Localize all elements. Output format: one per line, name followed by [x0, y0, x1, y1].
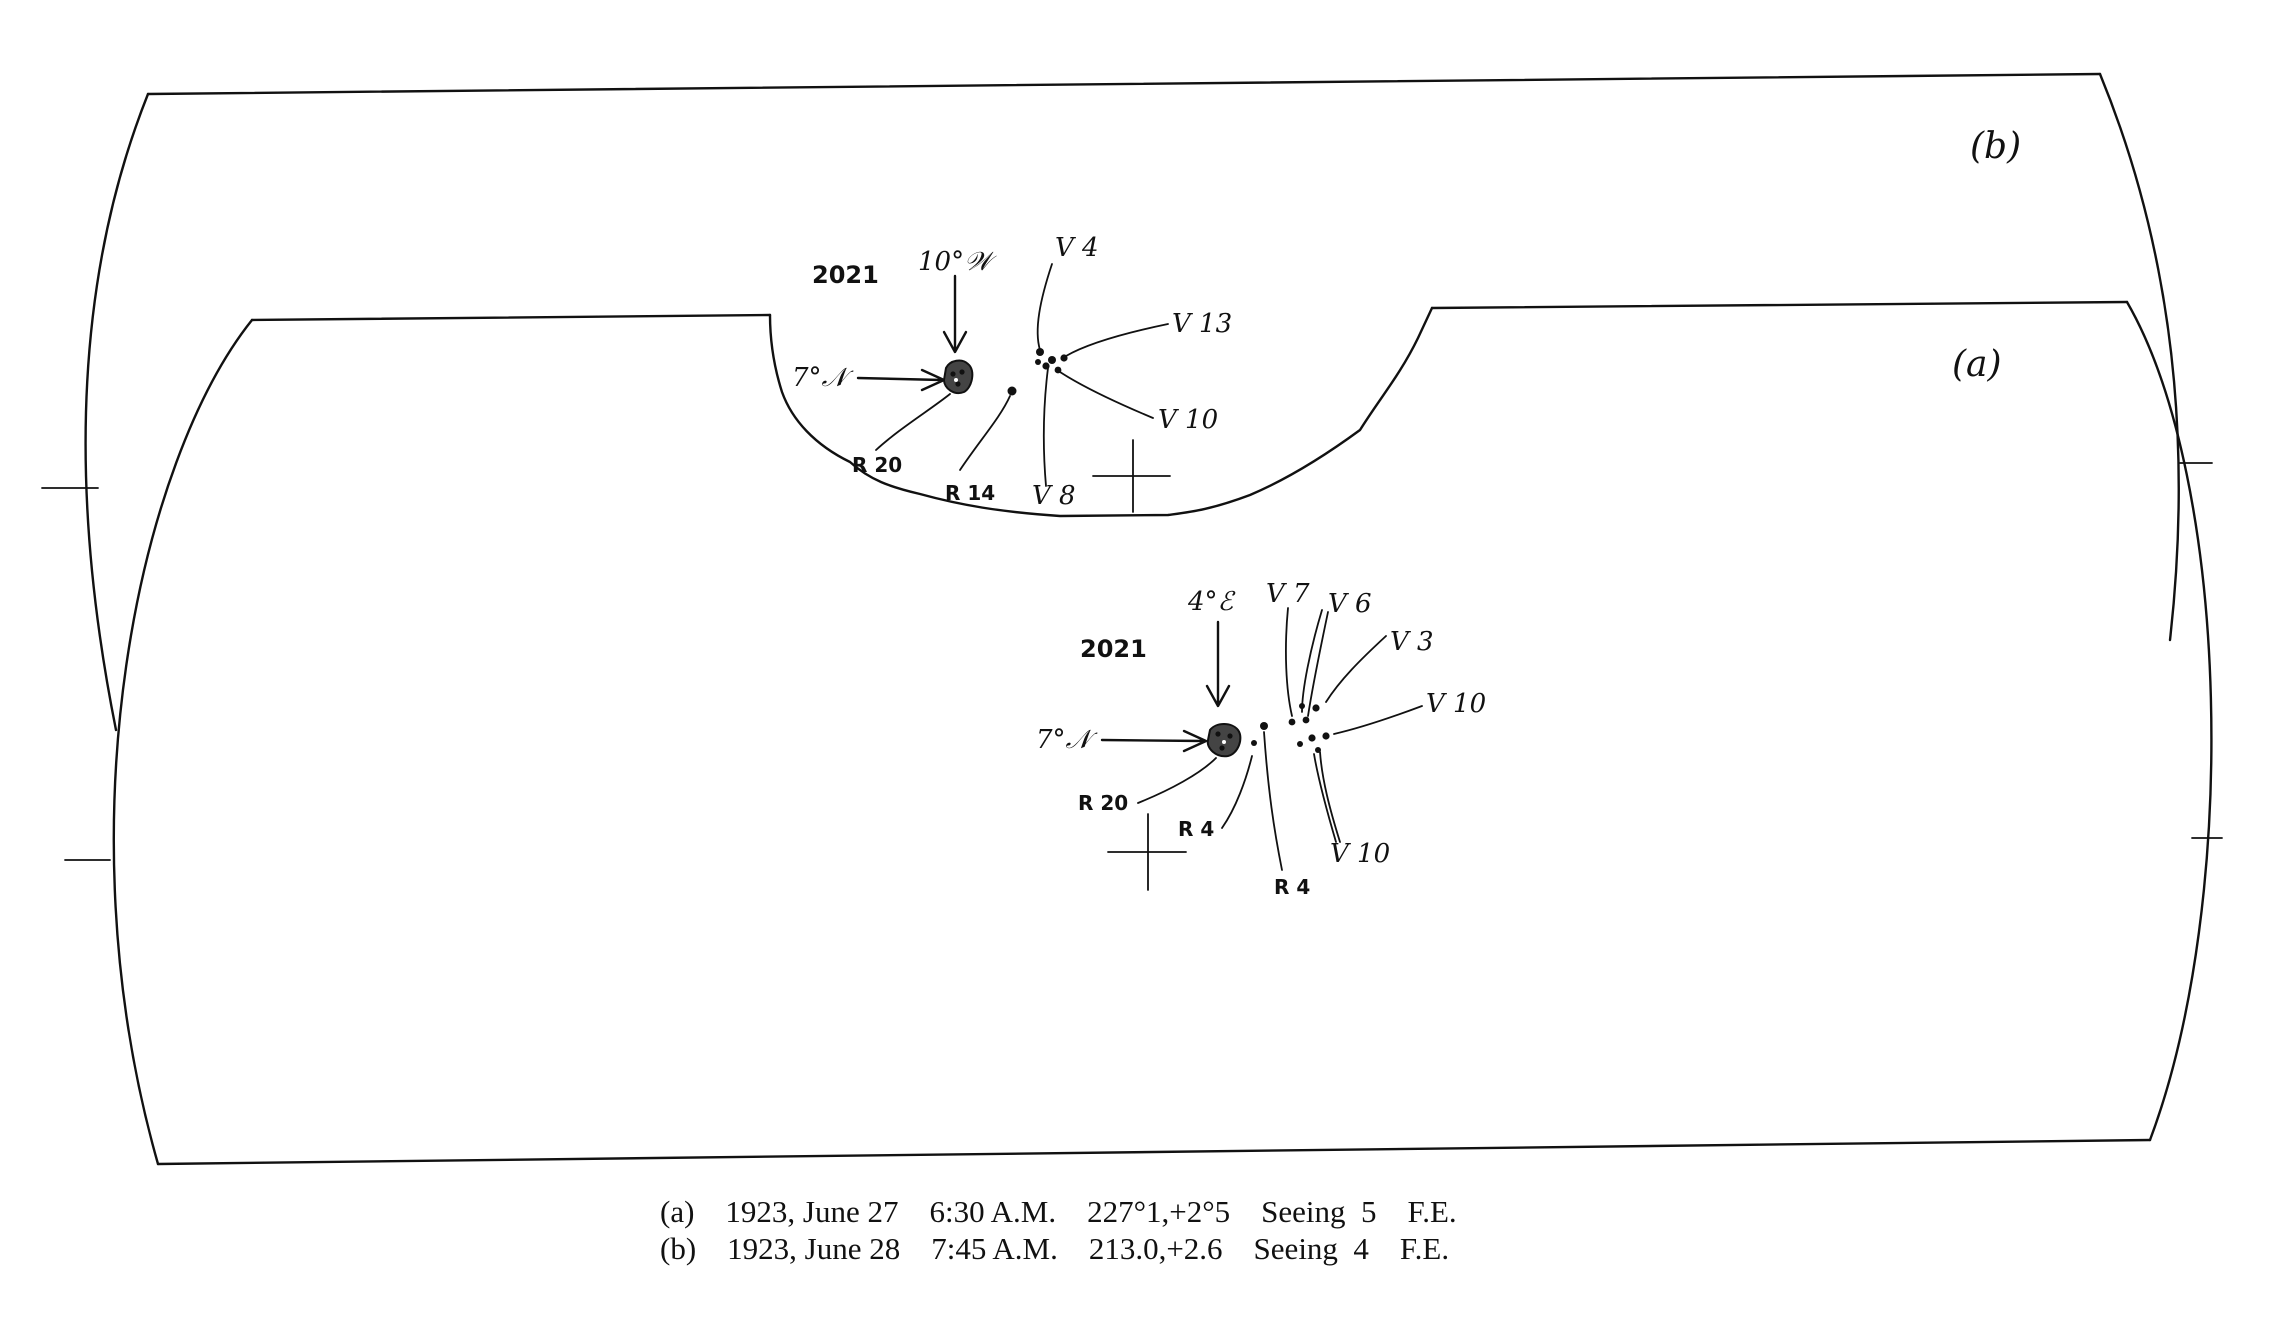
panel-b-label-v4: V 4	[1055, 233, 1099, 263]
panel-b-right-edge	[2098, 72, 2180, 642]
panel-a-group-number: 2021	[1080, 635, 1147, 663]
panel-a-frame	[112, 300, 2213, 1166]
panel-b-longitude-arrow	[942, 274, 968, 354]
panel-b-crosshair	[1092, 439, 1171, 513]
panel-a-leader-v10-lower-b	[1313, 753, 1337, 843]
panel-b-spot-r14	[1007, 386, 1017, 396]
panel-a-leader-v6a	[1301, 609, 1323, 713]
panel-a-crosshair	[1107, 813, 1187, 891]
panel-a-label-r20: R 20	[1078, 791, 1128, 815]
panel-b-leader-r14	[959, 395, 1011, 471]
panel-a-leader-v10-upper	[1333, 705, 1423, 735]
panel-a-leader-v7	[1285, 607, 1293, 717]
panel-b-top-edge	[146, 72, 2102, 96]
panel-a-leader-r4-bottom	[1263, 731, 1283, 871]
panel-b-group-number: 2021	[812, 261, 879, 289]
panel-a-leader-v3	[1325, 635, 1387, 703]
panel-b-frame	[84, 72, 2180, 732]
caption-line-a: (a) 1923, June 27 6:30 A.M. 227°1,+2°5 S…	[660, 1194, 1457, 1229]
caption-line-b: (b) 1923, June 28 7:45 A.M. 213.0,+2.6 S…	[660, 1231, 1449, 1266]
panel-a-label-r4-bottom: R 4	[1274, 875, 1310, 899]
panel-a-label-v3: V 3	[1390, 627, 1434, 657]
panel-b-sunspot-group: (b) 2021 10°𝒲 7°𝒩 V 4	[792, 126, 2021, 513]
panel-a-bottom-edge	[156, 1138, 2152, 1166]
panel-b-leader-v13	[1065, 323, 1169, 357]
panel-b-spot-r20	[942, 359, 974, 394]
panel-b-latitude-arrow	[856, 368, 946, 392]
panel-b-label-v8: V 8	[1032, 481, 1076, 511]
panel-b-leader-v8	[1042, 367, 1049, 487]
panel-b-label-r20: R 20	[852, 453, 902, 477]
panel-b-left-edge	[84, 92, 150, 732]
panel-a-top-left-edge	[250, 313, 772, 322]
panel-a-latitude-arrow	[1100, 729, 1208, 753]
panel-a-leader-v10-lower	[1319, 751, 1341, 843]
panel-b-label-r14: R 14	[945, 481, 995, 505]
panel-a-longitude-label: 4°ℰ	[1187, 587, 1236, 617]
panel-a-sunspot-group: (a) 2021 4°ℰ 7°𝒩	[1036, 344, 2002, 899]
orientation-ticks	[41, 462, 2223, 861]
figure-caption: (a) 1923, June 27 6:30 A.M. 227°1,+2°5 S…	[660, 1194, 1457, 1266]
panel-b-leader-r20	[875, 393, 951, 451]
panel-a-label-r4-left: R 4	[1178, 817, 1214, 841]
panel-b-tag: (b)	[1970, 126, 2021, 167]
panel-b-leader-v4	[1036, 263, 1053, 351]
panel-b-label-v13: V 13	[1172, 309, 1232, 339]
panel-a-label-v10-lower: V 10	[1330, 839, 1390, 869]
panel-b-notch-outline	[768, 306, 1434, 518]
panel-a-label-v6: V 6	[1328, 589, 1372, 619]
panel-b-leader-v10	[1059, 371, 1154, 419]
panel-a-longitude-arrow	[1205, 620, 1231, 708]
panel-a-spot-cluster	[1251, 703, 1330, 753]
panel-a-spot-r20	[1206, 723, 1242, 758]
panel-a-leader-r4-left	[1221, 755, 1253, 829]
panel-a-right-edge	[2125, 300, 2213, 1142]
panel-b-label-v10: V 10	[1158, 405, 1218, 435]
panel-a-latitude-label: 7°𝒩	[1036, 725, 1099, 755]
panel-a-label-v7: V 7	[1266, 579, 1310, 609]
panel-a-leader-r20	[1137, 757, 1217, 804]
panel-a-leader-v6b	[1307, 611, 1329, 717]
panel-a-top-right-edge	[1430, 300, 2129, 310]
panel-a-left-edge	[112, 318, 254, 1166]
panel-a-tag: (a)	[1952, 344, 2002, 385]
panel-a-label-v10-upper: V 10	[1426, 689, 1486, 719]
panel-b-spot-cluster-v	[1035, 348, 1068, 374]
panel-b-longitude-label: 10°𝒲	[918, 247, 997, 277]
panel-b-latitude-label: 7°𝒩	[792, 363, 855, 393]
